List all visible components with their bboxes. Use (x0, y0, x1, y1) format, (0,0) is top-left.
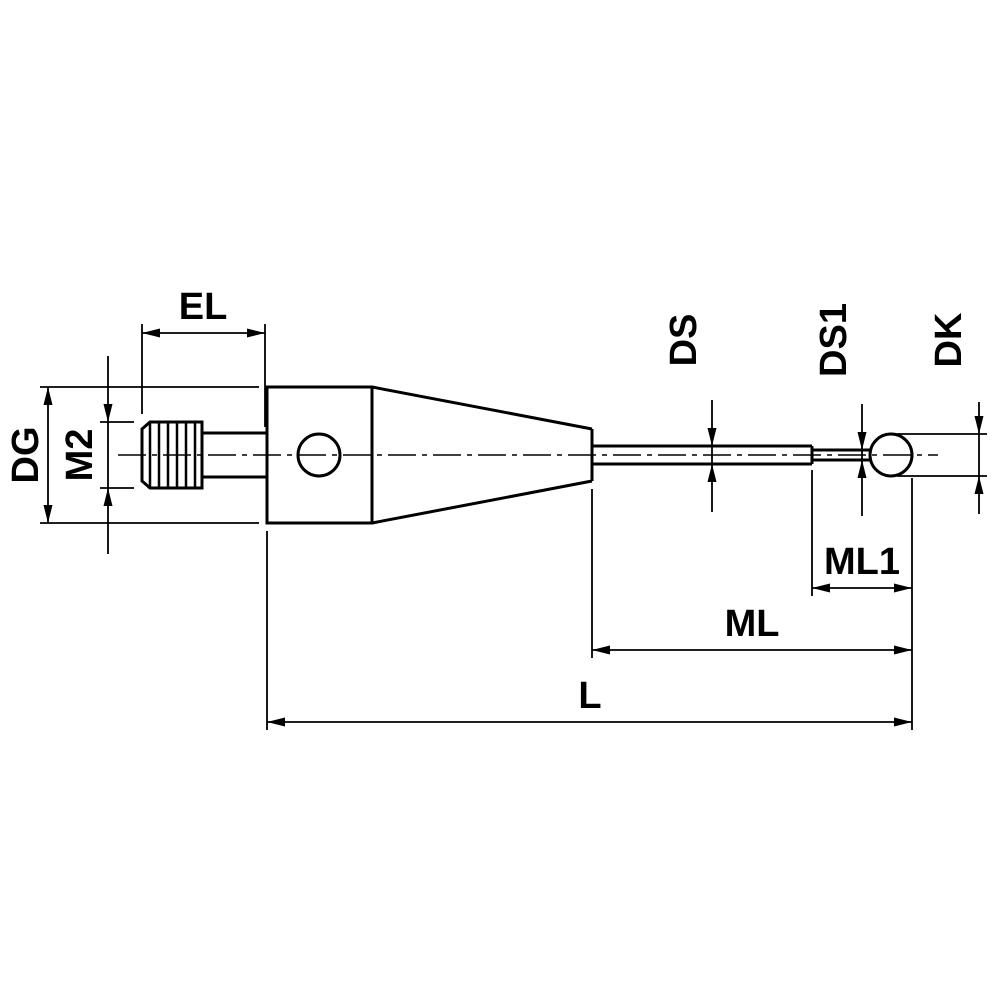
taper-section (371, 385, 594, 525)
label-dg: DG (5, 427, 47, 484)
dimension-dg: DG (5, 386, 259, 524)
label-dk: DK (928, 312, 970, 367)
dimension-dk: DK (897, 312, 987, 514)
dimension-m2: M2 (59, 356, 134, 554)
ball-tip (868, 432, 914, 478)
stylus-outline (118, 385, 938, 525)
thread-lines (148, 422, 197, 488)
label-el: EL (179, 286, 228, 328)
dimension-ml1: ML1 (811, 470, 912, 596)
holder-block (265, 385, 374, 525)
wrench-hole (296, 432, 342, 478)
dimension-l: L (266, 531, 912, 730)
label-ml: ML (725, 603, 780, 645)
label-ds1: DS1 (813, 303, 855, 377)
label-l: L (578, 675, 601, 717)
thread-section (140, 420, 204, 490)
dimension-el: EL (141, 286, 266, 427)
label-ds: DS (663, 314, 705, 367)
label-m2: M2 (59, 429, 101, 482)
dimension-ds1: DS1 (813, 303, 867, 516)
dimension-ml: ML (591, 489, 912, 658)
dimension-ds: DS (663, 314, 717, 512)
label-ml1: ML1 (824, 541, 900, 583)
